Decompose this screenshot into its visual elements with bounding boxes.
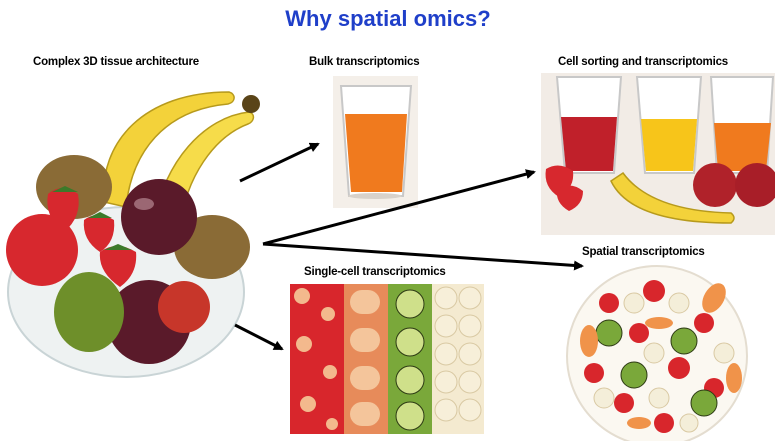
juice-glass-image bbox=[333, 76, 418, 208]
arrow-to-spatial bbox=[263, 244, 582, 266]
label-tissue: Complex 3D tissue architecture bbox=[33, 56, 199, 68]
page-title: Why spatial omics? bbox=[0, 6, 776, 32]
three-juice-glasses-image bbox=[541, 73, 775, 235]
label-sorting: Cell sorting and transcriptomics bbox=[558, 56, 728, 68]
label-bulk: Bulk transcriptomics bbox=[309, 56, 419, 68]
fruit-plate-image bbox=[564, 263, 750, 441]
label-single-cell: Single-cell transcriptomics bbox=[304, 266, 446, 278]
fruit-bowl-image bbox=[4, 82, 266, 382]
label-spatial: Spatial transcriptomics bbox=[582, 246, 705, 258]
sliced-fruit-grid-image bbox=[290, 284, 484, 434]
